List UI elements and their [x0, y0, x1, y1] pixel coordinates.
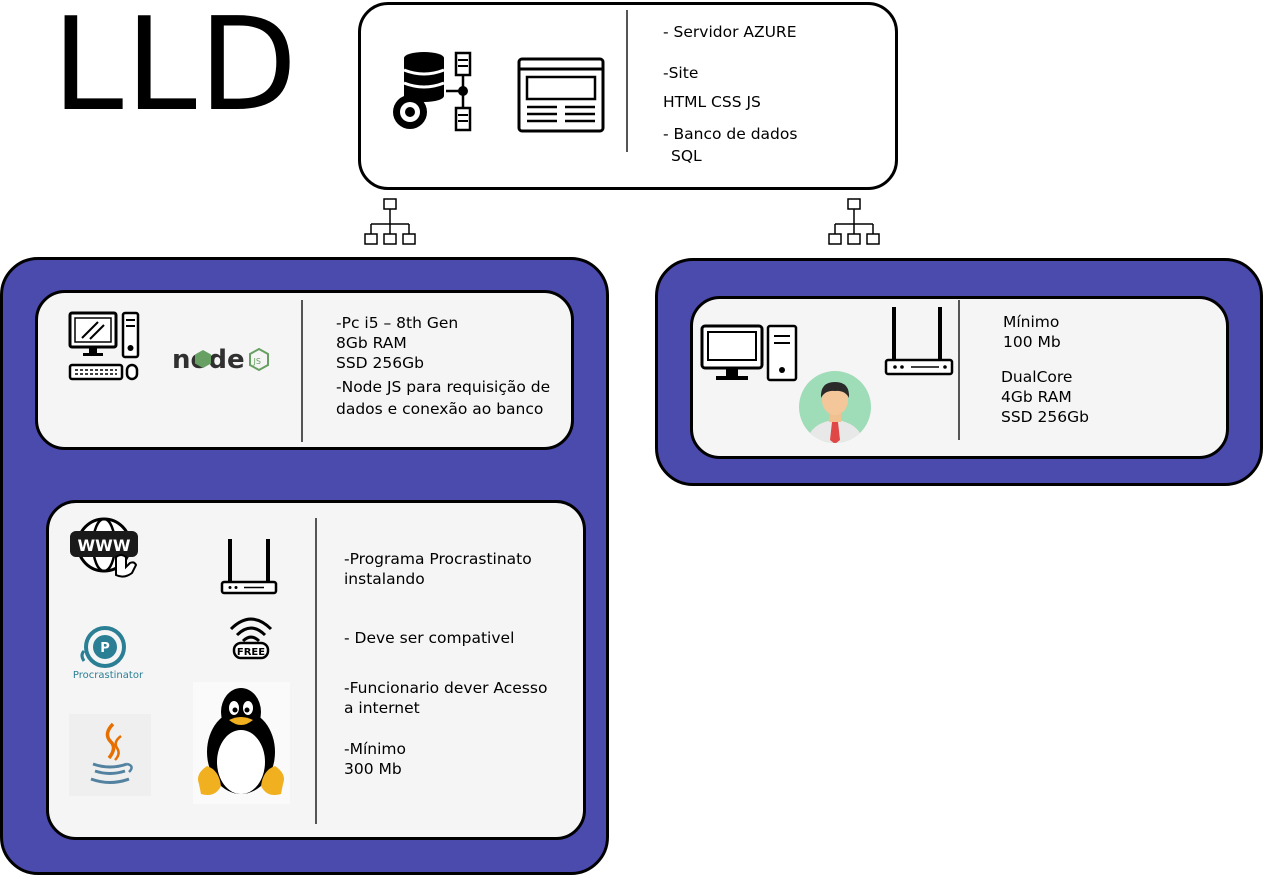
free-wifi-icon: FREE	[228, 611, 274, 661]
router-icon	[220, 538, 278, 596]
browser-window-icon	[517, 57, 605, 133]
svg-text:P: P	[100, 641, 110, 656]
client-divider	[958, 300, 960, 440]
svg-text:JS: JS	[253, 357, 261, 366]
router-icon	[883, 306, 955, 378]
dev-pc-divider	[301, 300, 303, 442]
network-topology-icon	[362, 198, 418, 248]
www-text: WWW	[78, 536, 131, 555]
employee-line: 300 Mb	[344, 760, 402, 778]
nodejs-logo: node JS	[172, 341, 270, 377]
server-line: SQL	[671, 147, 702, 165]
desktop-computer-icon	[700, 324, 800, 384]
linux-tux-icon	[193, 682, 290, 804]
dev-pc-line: -Pc i5 – 8th Gen	[336, 314, 459, 332]
dev-pc-specs: -Pc i5 – 8th Gen 8Gb RAM SSD 256Gb -Node…	[336, 313, 550, 419]
server-line: - Servidor AZURE	[663, 23, 797, 41]
dev-pc-line: 8Gb RAM	[336, 334, 407, 352]
employee-specs: -Programa Procrastinato instalando - Dev…	[344, 549, 547, 779]
employee-line: -Programa Procrastinato	[344, 550, 532, 568]
procrastinator-logo: P Procrastinator	[70, 625, 146, 681]
dev-pc-line: -Node JS para requisição de	[336, 378, 551, 396]
server-line: -Site	[663, 64, 699, 82]
employee-divider	[315, 518, 317, 824]
dev-pc-line: dados e conexão ao banco	[336, 400, 544, 418]
user-avatar-icon	[798, 370, 872, 444]
server-divider	[626, 10, 628, 152]
client-line: DualCore	[1001, 368, 1073, 386]
free-text: FREE	[237, 647, 265, 658]
network-topology-icon	[826, 198, 882, 248]
client-line: Mínimo	[1003, 313, 1060, 331]
www-icon: WWW	[68, 515, 140, 581]
employee-line: instalando	[344, 570, 425, 588]
dev-pc-line: SSD 256Gb	[336, 354, 424, 372]
employee-line: - Deve ser compativel	[344, 629, 515, 647]
employee-line: -Mínimo	[344, 740, 406, 758]
client-line: 100 Mb	[1003, 333, 1061, 351]
page-title: LLD	[52, 0, 300, 140]
server-database-icon	[390, 50, 480, 135]
server-specs: - Servidor AZURE -Site HTML CSS JS - Ban…	[663, 22, 797, 166]
server-box	[358, 2, 898, 190]
server-line: - Banco de dados	[663, 125, 798, 143]
employee-line: -Funcionario dever Acesso	[344, 679, 548, 697]
client-line: 4Gb RAM	[1001, 388, 1072, 406]
client-line: SSD 256Gb	[1001, 408, 1089, 426]
employee-line: a internet	[344, 699, 420, 717]
java-logo	[69, 714, 151, 796]
server-line: HTML CSS JS	[663, 93, 761, 111]
client-specs: Mínimo 100 Mb DualCore 4Gb RAM SSD 256Gb	[1001, 312, 1089, 427]
desktop-computer-icon	[68, 310, 142, 382]
procrastinator-label: Procrastinator	[72, 670, 144, 681]
